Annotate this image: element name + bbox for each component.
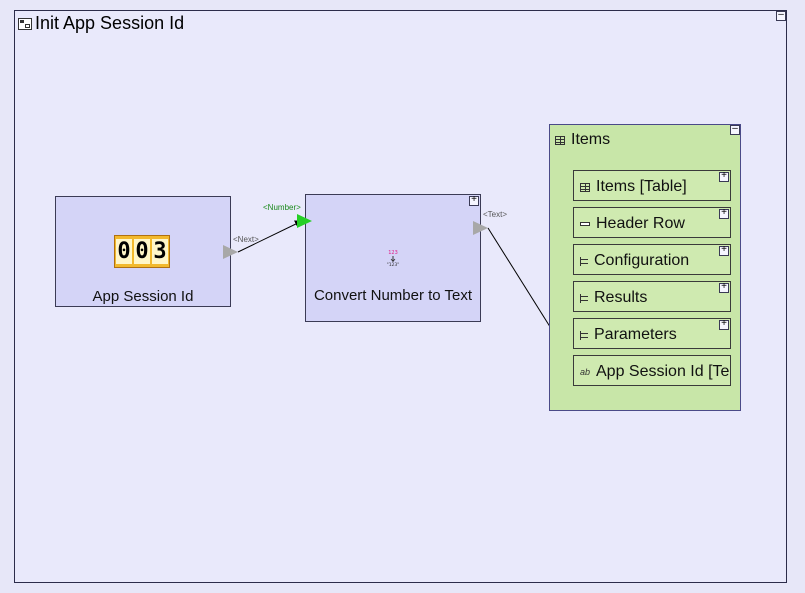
item-parameters[interactable]: Parameters + xyxy=(573,318,731,349)
frame-collapse-button[interactable]: – xyxy=(776,10,786,21)
node-label: App Session Id xyxy=(92,288,194,305)
next-port[interactable] xyxy=(223,245,238,259)
text-port[interactable] xyxy=(473,221,488,235)
structure-icon xyxy=(580,293,588,303)
item-label: Parameters xyxy=(594,326,677,343)
item-label: Header Row xyxy=(596,215,685,232)
number-port[interactable] xyxy=(297,214,312,228)
structure-icon xyxy=(580,256,588,266)
item-label: Results xyxy=(594,289,648,306)
item-expand-button[interactable]: + xyxy=(719,208,729,219)
item-results[interactable]: Results + xyxy=(573,281,731,312)
frame-title: Init App Session Id xyxy=(18,13,184,34)
item-label: Configuration xyxy=(594,252,690,269)
frame-title-text: Init App Session Id xyxy=(35,13,185,33)
items-group-title: Items xyxy=(555,131,610,149)
svg-text:123: 123 xyxy=(388,250,398,256)
svg-text:"123": "123" xyxy=(387,262,400,267)
item-label: Items [Table] xyxy=(596,178,687,195)
items-group-title-text: Items xyxy=(571,131,611,148)
table-icon xyxy=(555,135,565,145)
text-port-label: <Text> xyxy=(483,210,508,219)
convert-expand-button[interactable]: + xyxy=(469,195,479,206)
item-label: App Session Id [Te xyxy=(596,363,730,380)
text-icon: ab xyxy=(580,367,591,377)
item-header-row[interactable]: Header Row + xyxy=(573,207,731,238)
structure-icon xyxy=(580,330,588,340)
item-items-table[interactable]: Items [Table] + xyxy=(573,170,731,201)
item-expand-button[interactable]: + xyxy=(719,171,729,182)
convert-number-to-text-node[interactable]: + 123 "123" Convert Number to Text xyxy=(305,194,481,322)
counter-digit: 3 xyxy=(152,239,168,264)
workflow-icon xyxy=(18,17,32,30)
item-configuration[interactable]: Configuration + xyxy=(573,244,731,275)
table-icon xyxy=(580,182,590,192)
row-icon xyxy=(580,222,590,226)
item-expand-button[interactable]: + xyxy=(719,282,729,293)
counter-digit: 0 xyxy=(116,239,132,264)
item-app-session-id[interactable]: ab App Session Id [Te xyxy=(573,355,731,386)
counter-icon: 0 0 3 xyxy=(114,235,170,268)
number-port-label: <Number> xyxy=(263,203,301,212)
counter-digit: 0 xyxy=(134,239,150,264)
item-expand-button[interactable]: + xyxy=(719,319,729,330)
items-group[interactable]: Items – Items [Table] + Header Row + Con… xyxy=(549,124,741,411)
next-port-label: <Next> xyxy=(233,235,259,244)
node-label: Convert Number to Text xyxy=(313,287,473,304)
app-session-id-node[interactable]: 0 0 3 App Session Id xyxy=(55,196,231,307)
item-expand-button[interactable]: + xyxy=(719,245,729,256)
number-to-text-icon: 123 "123" xyxy=(387,250,400,267)
items-collapse-button[interactable]: – xyxy=(730,124,740,135)
